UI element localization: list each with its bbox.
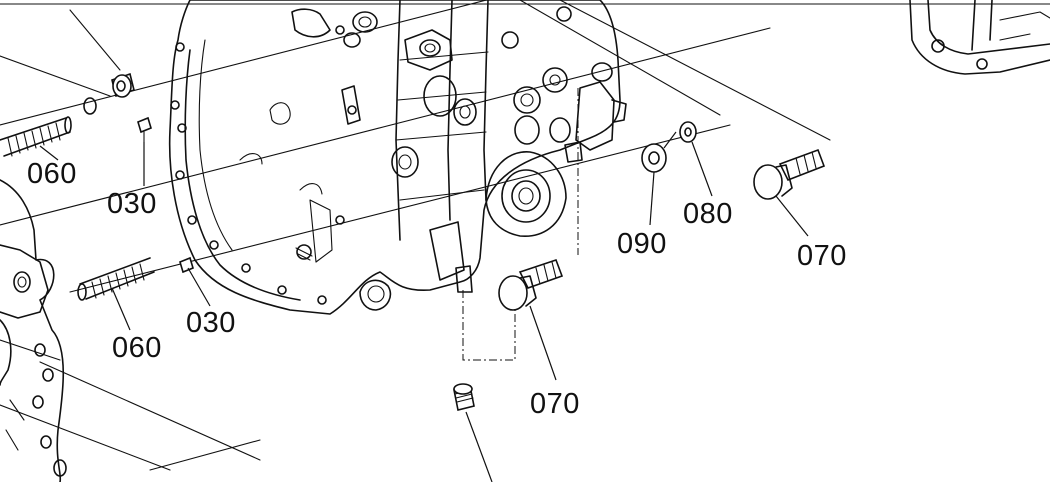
stud-bolt-lower [77, 257, 155, 301]
callout-030-lower: 030 [186, 307, 236, 339]
assembly-guide-lines [0, 0, 831, 471]
bushing-upper [111, 72, 135, 98]
gear-case-housing [168, 0, 627, 315]
callout-030-upper: 030 [107, 188, 157, 220]
callout-070-lower: 070 [530, 388, 580, 420]
stud-bolt-upper [0, 116, 72, 157]
o-ring-upper [83, 97, 97, 115]
nut [641, 143, 667, 173]
callout-leaders [39, 131, 809, 482]
plug [453, 383, 475, 411]
hollow-bolt-right [753, 148, 826, 200]
hollow-bolt-lower [498, 258, 564, 311]
callout-080: 080 [683, 198, 733, 230]
left-housing-fragment [0, 179, 67, 482]
seal-washer [679, 121, 697, 143]
callout-090: 090 [617, 228, 667, 260]
callout-070-right: 070 [797, 240, 847, 272]
right-housing-fragment [909, 0, 1050, 75]
callout-060-lower: 060 [112, 332, 162, 364]
dowel-pin-upper [137, 116, 152, 143]
alignment-axes [462, 88, 579, 361]
dowel-pin-lower [179, 256, 194, 274]
callout-060-upper: 060 [27, 158, 77, 190]
